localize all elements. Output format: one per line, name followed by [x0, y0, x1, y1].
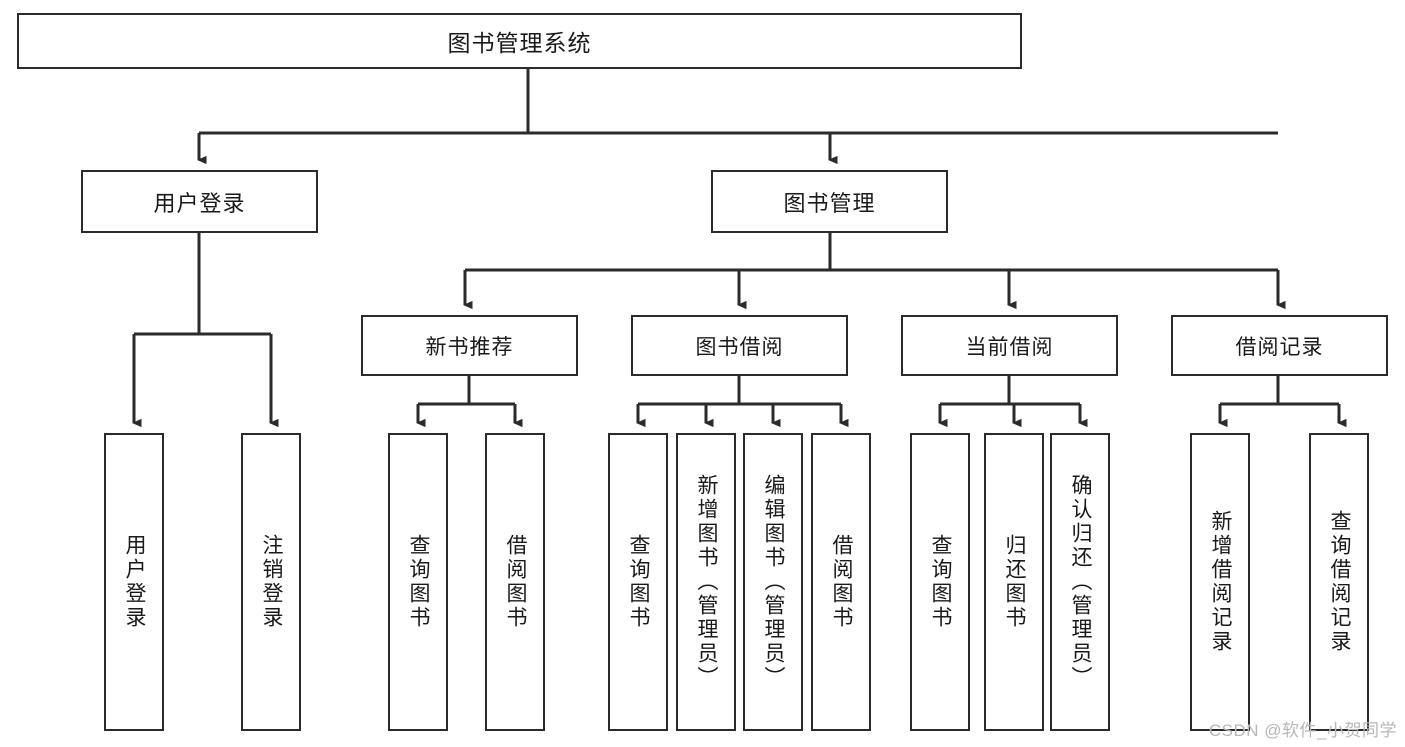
leaf-confirm-return-admin-label: 确认归还（管理员） [1069, 474, 1093, 690]
leaf-add-borrow-record[interactable]: 新增借阅记录 [1190, 433, 1250, 731]
leaf-query-book-borrow[interactable]: 查询图书 [608, 433, 668, 731]
leaf-add-book-admin[interactable]: 新增图书（管理员） [676, 433, 736, 731]
node-book-borrow[interactable]: 图书借阅 [631, 315, 848, 376]
watermark-text: CSDN @软件_小贺同学 [1208, 721, 1397, 740]
leaf-user-login-label: 用户登录 [123, 534, 147, 630]
node-user-login[interactable]: 用户登录 [81, 170, 318, 233]
node-new-book-recommend-label: 新书推荐 [425, 335, 514, 359]
leaf-query-book-current[interactable]: 查询图书 [910, 433, 970, 731]
leaf-return-book-label: 归还图书 [1003, 534, 1027, 630]
leaf-query-borrow-record[interactable]: 查询借阅记录 [1309, 433, 1369, 731]
leaf-borrow-book-newbook[interactable]: 借阅图书 [485, 433, 545, 731]
leaf-edit-book-admin[interactable]: 编辑图书（管理员） [743, 433, 803, 731]
leaf-query-book-newbook[interactable]: 查询图书 [388, 433, 448, 731]
node-root[interactable]: 图书管理系统 [17, 13, 1022, 69]
node-borrow-record[interactable]: 借阅记录 [1171, 315, 1388, 376]
leaf-logout-label: 注销登录 [260, 534, 284, 630]
node-user-login-label: 用户登录 [153, 190, 246, 216]
leaf-edit-book-admin-label: 编辑图书（管理员） [762, 474, 786, 690]
node-book-management-label: 图书管理 [783, 190, 876, 216]
leaf-confirm-return-admin[interactable]: 确认归还（管理员） [1050, 433, 1110, 731]
leaf-logout[interactable]: 注销登录 [241, 433, 301, 731]
leaf-borrow-book-newbook-label: 借阅图书 [504, 534, 528, 630]
node-book-borrow-label: 图书借阅 [695, 335, 784, 359]
node-borrow-record-label: 借阅记录 [1235, 335, 1324, 359]
node-new-book-recommend[interactable]: 新书推荐 [361, 315, 578, 376]
leaf-query-borrow-record-label: 查询借阅记录 [1328, 510, 1352, 654]
leaf-user-login[interactable]: 用户登录 [104, 433, 164, 731]
leaf-query-book-borrow-label: 查询图书 [627, 534, 651, 630]
node-current-borrow[interactable]: 当前借阅 [901, 315, 1118, 376]
leaf-query-book-current-label: 查询图书 [929, 534, 953, 630]
leaf-borrow-book-label: 借阅图书 [830, 534, 854, 630]
node-book-management[interactable]: 图书管理 [711, 170, 948, 233]
node-root-label: 图书管理系统 [447, 30, 592, 56]
leaf-add-book-admin-label: 新增图书（管理员） [695, 474, 719, 690]
leaf-query-book-newbook-label: 查询图书 [407, 534, 431, 630]
leaf-add-borrow-record-label: 新增借阅记录 [1209, 510, 1233, 654]
leaf-borrow-book[interactable]: 借阅图书 [811, 433, 871, 731]
node-current-borrow-label: 当前借阅 [965, 335, 1054, 359]
leaf-return-book[interactable]: 归还图书 [984, 433, 1044, 731]
